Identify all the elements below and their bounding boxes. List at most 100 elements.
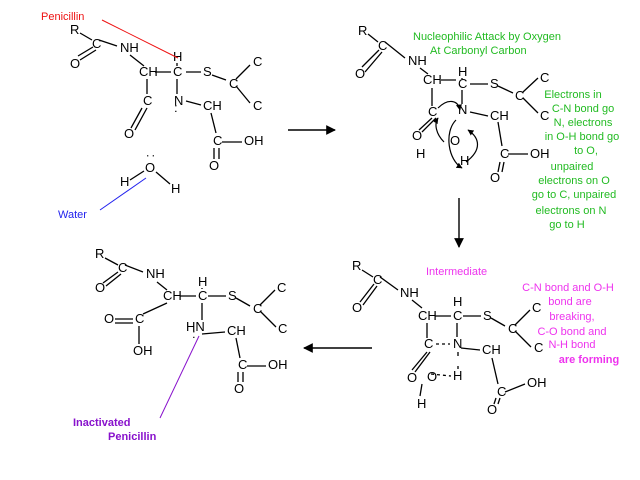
atom-c: C: [135, 311, 144, 326]
label-intermediate: Intermediate: [426, 266, 487, 278]
atom-o: O: [104, 311, 114, 326]
atom-oh: OH: [244, 133, 264, 148]
atom-ch: CH: [418, 308, 437, 323]
label-attack-line1: Nucleophilic Attack by Oxygen: [413, 31, 561, 43]
atom-ch: CH: [490, 108, 509, 123]
atom-o: O: [407, 370, 417, 385]
atom-c: C: [253, 98, 262, 113]
atom-c: C: [500, 146, 509, 161]
atom-oh: OH: [527, 375, 547, 390]
atom-c: C: [540, 108, 549, 123]
bonds-line-1: C-N bond and O-H: [522, 282, 614, 294]
atom-h: H: [417, 396, 426, 411]
atom-nh: NH: [146, 266, 165, 281]
atom-c: C: [378, 38, 387, 53]
atom-o: O: [355, 66, 365, 81]
atom-c: C: [253, 54, 262, 69]
atom-r: R: [95, 246, 104, 261]
atom-o: O: [145, 160, 155, 175]
atom-c: C: [173, 64, 182, 79]
curly-arrow-n-to-h: [448, 119, 463, 169]
atom-c: C: [198, 288, 207, 303]
lone-pair: :: [144, 154, 159, 158]
atom-o: O: [234, 381, 244, 396]
atom-c: C: [540, 70, 549, 85]
atom-o: O: [95, 280, 105, 295]
intermediate-molecule: R C O NH CH H C S C C C C N CH O O H H C…: [352, 258, 547, 417]
atom-oh: OH: [268, 357, 288, 372]
atom-h: H: [171, 181, 180, 196]
atom-o: O: [412, 128, 422, 143]
lone-pair: :: [192, 326, 196, 341]
atom-ch: CH: [163, 288, 182, 303]
atom-c: C: [428, 104, 437, 119]
atom-c: C: [532, 300, 541, 315]
atom-n: N: [174, 93, 183, 108]
atom-c: C: [373, 272, 382, 287]
lone-pair: :: [174, 100, 178, 115]
atom-o: O: [490, 170, 500, 185]
atom-ch: CH: [423, 72, 442, 87]
atom-hn: HN: [186, 319, 205, 334]
atom-c: C: [534, 340, 543, 355]
electrons-line-3: N, electrons: [554, 117, 613, 129]
atom-ch: CH: [139, 64, 158, 79]
atom-o: O: [209, 158, 219, 173]
atom-c: C: [92, 36, 101, 51]
bonds: [359, 269, 532, 405]
atom-h: H: [416, 146, 425, 161]
curly-arrow-oh-to-o: [465, 129, 479, 163]
atom-ch: CH: [203, 98, 222, 113]
attack-molecule: R C O NH CH H C S C C C C N CH O O H H C…: [355, 23, 550, 185]
atom-h: H: [458, 64, 467, 79]
atom-c: C: [277, 280, 286, 295]
atom-h: H: [198, 274, 207, 289]
atom-n: N: [453, 336, 462, 351]
atom-c: C: [458, 76, 467, 91]
atom-oh: OH: [133, 343, 153, 358]
electrons-line-5: to O,: [574, 145, 598, 157]
atom-c: C: [497, 384, 506, 399]
atom-o: O: [427, 369, 437, 384]
electrons-line-2: C-N bond go: [552, 103, 614, 115]
label-inactivated-line1: Inactivated: [73, 417, 130, 429]
atom-c: C: [508, 321, 517, 336]
label-water: Water: [58, 209, 87, 221]
atom-o: O: [450, 133, 460, 148]
electrons-line-7: electrons on O: [538, 175, 610, 187]
atom-c: C: [143, 93, 152, 108]
electrons-line-6: unpaired: [551, 161, 594, 173]
atom-s: S: [490, 76, 499, 91]
atom-nh: NH: [408, 53, 427, 68]
atom-c: C: [453, 308, 462, 323]
atom-h: H: [453, 368, 462, 383]
electrons-line-1: Electrons in: [544, 89, 601, 101]
penicillin-pointer: [101, 19, 179, 59]
atom-c: C: [278, 321, 287, 336]
electrons-line-8: go to C, unpaired: [532, 189, 616, 201]
atom-nh: NH: [120, 40, 139, 55]
atom-c: C: [515, 88, 524, 103]
electrons-line-4: in O-H bond go: [545, 131, 620, 143]
dashed-bonds: [430, 343, 459, 377]
inactivated-molecule: R C O NH CH H C S C C C O C OH HN : CH C…: [95, 246, 288, 396]
label-attack-line2: At Carbonyl Carbon: [430, 45, 527, 57]
bonds-line-3: breaking,: [549, 311, 594, 323]
label-inactivated-line2: Penicillin: [108, 431, 157, 443]
bonds: [102, 257, 277, 382]
atom-nh: NH: [400, 285, 419, 300]
bonds-line-6: are forming: [559, 354, 620, 366]
atom-h: H: [453, 294, 462, 309]
label-penicillin: Penicillin: [41, 11, 84, 23]
water-pointer: [99, 177, 147, 211]
atom-oh: OH: [530, 146, 550, 161]
atom-o: O: [487, 402, 497, 417]
atom-c: C: [213, 133, 222, 148]
atom-s: S: [203, 64, 212, 79]
bonds-line-2: bond are: [548, 296, 591, 308]
bonds: [77, 32, 251, 159]
atom-s: S: [228, 288, 237, 303]
bonds-line-4: C-O bond and: [537, 326, 606, 338]
curly-arrow-cn-to-n: [437, 100, 462, 111]
